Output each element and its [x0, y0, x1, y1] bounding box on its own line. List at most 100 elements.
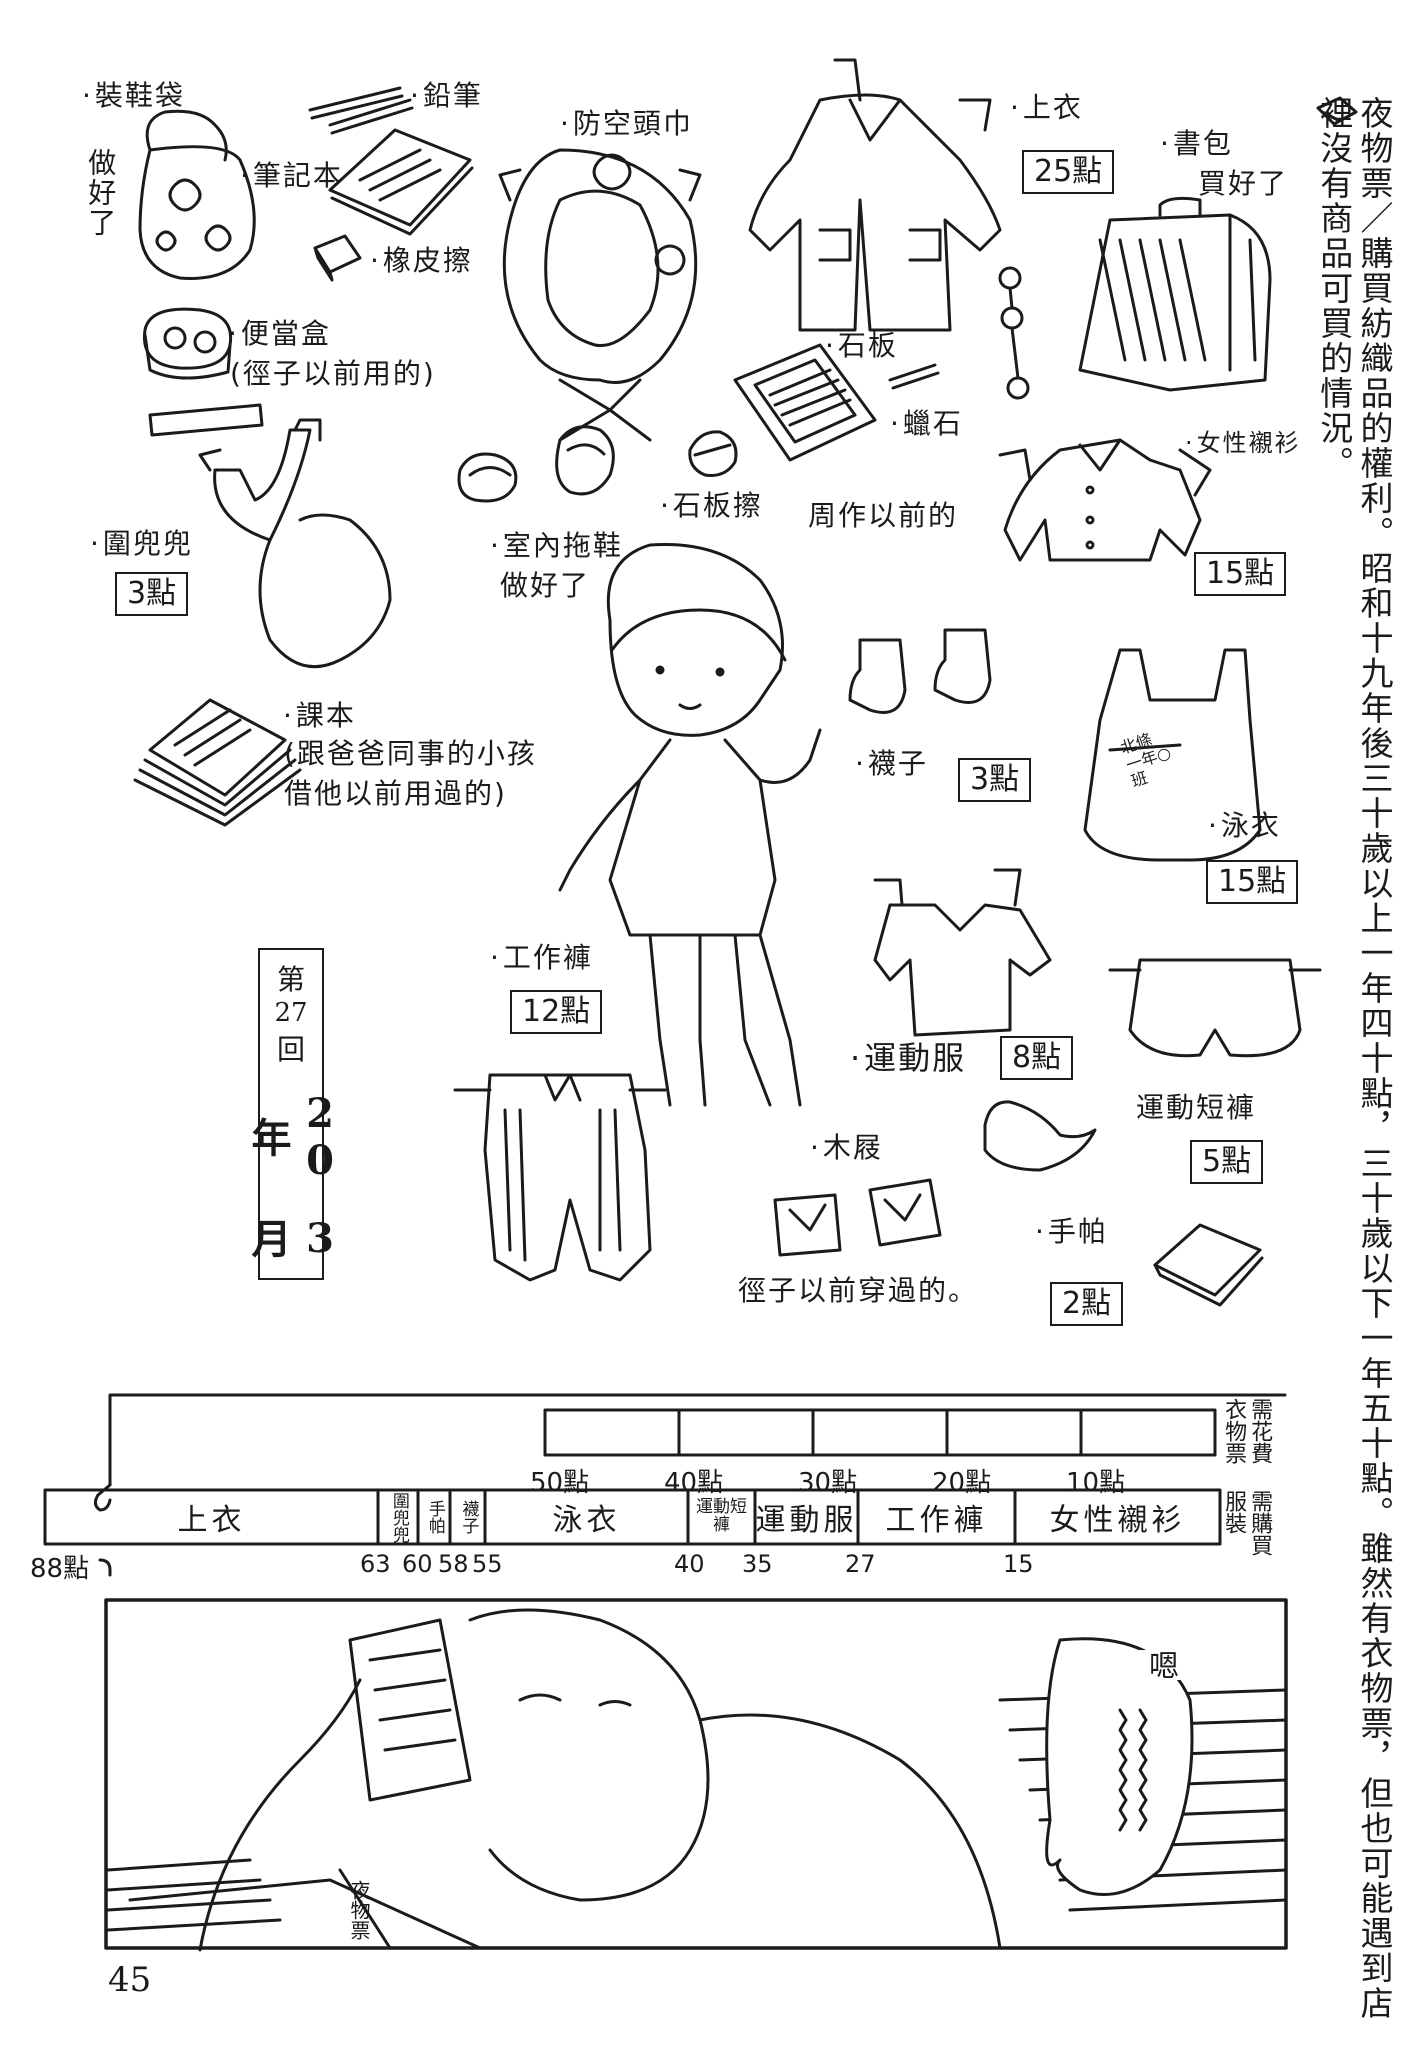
- segment-socks: 襪子: [458, 1500, 479, 1534]
- label-geta-note: 徑子以前穿過的。: [738, 1274, 979, 1307]
- bib-drawing: [198, 418, 392, 669]
- side-note: 夜物票／購買紡織品的權利。昭和十九年後三十歲以上一年四十點，三十歲以下一年五十點…: [1314, 96, 1394, 2021]
- segment-work-pants: 工作褲: [885, 1503, 988, 1538]
- chart-tick: 27: [845, 1550, 876, 1578]
- label-blouse: 女性襯衫: [1185, 429, 1301, 458]
- chart-needed-label: 需花費: [1247, 1398, 1273, 1464]
- label-hood: 防空頭巾: [560, 107, 693, 140]
- label-bib: 圍兜兜: [90, 527, 193, 560]
- socks-drawing: [848, 628, 992, 714]
- pencils-drawing: [308, 86, 414, 135]
- chapter-number: 27: [274, 998, 308, 1028]
- bib-points-badge: 3點: [115, 572, 189, 616]
- segment-swimsuit: 泳衣: [552, 1503, 621, 1538]
- slippers-drawing: [457, 425, 615, 503]
- label-lunchbox: 便當盒: [228, 317, 331, 350]
- label-gym-shorts: 運動短褲: [1136, 1091, 1257, 1124]
- note-icon: [1316, 96, 1358, 126]
- chart-tick: 55: [472, 1550, 503, 1578]
- label-indoor-shoes: 室內拖鞋: [490, 529, 623, 562]
- chapter-box: 第 27 回 20年 3月: [245, 948, 344, 1280]
- textbooks-drawing: [133, 698, 302, 827]
- gym-shorts-drawing: [1108, 958, 1322, 1058]
- label-shoe-bag: 裝鞋袋: [82, 79, 185, 112]
- label-slate: 石板: [825, 329, 898, 362]
- label-work-pants: 工作褲: [490, 941, 593, 974]
- chart-tick: 35: [742, 1550, 773, 1578]
- label-gym-shirt: 運動服: [850, 1040, 966, 1077]
- label-handkerchief: 手帕: [1035, 1215, 1108, 1248]
- clothing-bar: [43, 1488, 1222, 1546]
- label-textbook-note-1: (跟爸爸同事的小孩: [284, 737, 537, 770]
- work-pants-drawing: [453, 1073, 667, 1282]
- coat-drawing: [748, 58, 1002, 332]
- segment-bib: 圍兜兜: [388, 1491, 409, 1543]
- segment-gym-shorts: 運動短褲: [696, 1497, 747, 1535]
- label-shoe-bag-note: 做好了: [84, 148, 118, 238]
- label-socks: 襪子: [855, 747, 928, 780]
- label-eraser: 橡皮擦: [370, 244, 473, 277]
- chapter-suffix: 回: [276, 1033, 305, 1066]
- handkerchief-drawing: [1153, 1223, 1264, 1307]
- child-drawing: [558, 542, 822, 1107]
- shoe-bag-drawing: [138, 109, 256, 280]
- label-coat: 上衣: [1010, 91, 1083, 124]
- scale-tick: 50點: [530, 1468, 590, 1498]
- scale-tick: 40點: [664, 1468, 724, 1498]
- ticket-sleeve-label: 夜物票: [347, 1880, 371, 1940]
- notebook-drawing: [328, 128, 474, 236]
- scale-tick: 10點: [1066, 1468, 1126, 1498]
- geta-drawing: [773, 1178, 942, 1257]
- gym-shirt-drawing: [873, 868, 1052, 1037]
- segment-gym-shirt: 運動服: [755, 1503, 858, 1538]
- chapter-prefix: 第: [276, 963, 305, 996]
- handkerchief-points-badge: 2點: [1050, 1282, 1124, 1326]
- slate-eraser-drawing: [688, 430, 738, 477]
- blouse-drawing: [998, 438, 1212, 562]
- coat-points-badge: 25點: [1022, 150, 1115, 194]
- chapter-year: 20年: [244, 1090, 344, 1185]
- slate-drawing: [733, 343, 940, 462]
- schoolbag-drawing: [1078, 196, 1272, 392]
- bottom-panel-frame: [104, 1598, 1288, 1950]
- chart-tick: 40: [674, 1550, 705, 1578]
- ticket-scale-bar: [543, 1408, 1217, 1457]
- swimsuit-drawing: [1083, 648, 1262, 862]
- gym-shirt-points-badge: 8點: [1000, 1036, 1074, 1080]
- work-pants-points-badge: 12點: [510, 990, 603, 1034]
- scale-tick: 30點: [798, 1468, 858, 1498]
- flowers-drawing: [998, 266, 1030, 400]
- label-indoor-shoes-note: 做好了: [500, 569, 591, 602]
- label-slate-eraser: 石板擦: [660, 489, 763, 522]
- segment-handkerchief: 手帕: [424, 1500, 445, 1534]
- chart-frame: [93, 1393, 1287, 1512]
- label-wax: 蠟石: [890, 407, 963, 440]
- chapter-month: 3月: [244, 1214, 344, 1262]
- chart-purchase-label: 需購買: [1247, 1490, 1273, 1556]
- label-swimsuit: 泳衣: [1208, 809, 1281, 842]
- label-geta: 木屐: [810, 1131, 883, 1164]
- chart-ticket-label: 衣物票: [1221, 1398, 1247, 1464]
- socks-points-badge: 3點: [958, 758, 1032, 802]
- chart-tick: 63: [360, 1550, 391, 1578]
- label-lunchbox-note: (徑子以前用的): [230, 357, 436, 390]
- chart-tick: 15: [1003, 1550, 1034, 1578]
- chart-tick: 60: [402, 1550, 433, 1578]
- label-textbook-note-2: 借他以前用過的): [284, 777, 507, 810]
- eraser-drawing: [313, 234, 362, 282]
- segment-blouse: 女性襯衫: [1049, 1503, 1186, 1538]
- swimsuit-points-badge: 15點: [1206, 860, 1299, 904]
- gym-shorts-points-badge: 5點: [1190, 1140, 1264, 1184]
- blouse-points-badge: 15點: [1194, 552, 1287, 596]
- label-pencil: 鉛筆: [410, 79, 483, 112]
- segment-coat: 上衣: [177, 1503, 246, 1538]
- chart-left-label: 88點: [30, 1554, 90, 1584]
- label-schoolbag: 書包: [1160, 127, 1233, 160]
- label-textbook: 課本: [283, 699, 356, 732]
- speech-bubble-text: 嗯: [1138, 1650, 1182, 1680]
- label-notebook: 筆記本: [240, 159, 343, 192]
- label-schoolbag-note: 買好了: [1198, 167, 1289, 200]
- label-slate-note: 周作以前的: [808, 499, 959, 532]
- chart-tick: 58: [438, 1550, 469, 1578]
